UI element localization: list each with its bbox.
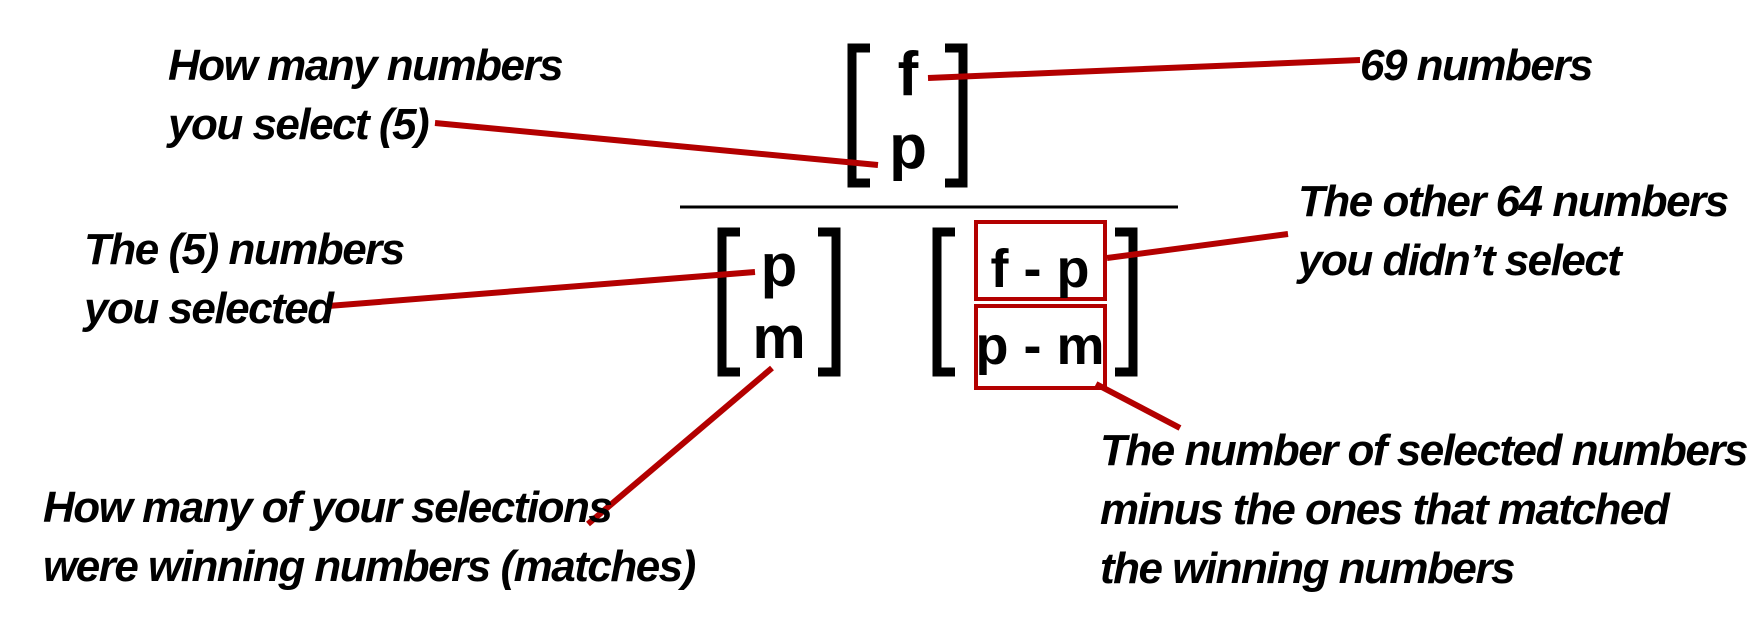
top-right-bracket	[945, 43, 968, 188]
right-binomial-right-bracket	[1115, 227, 1138, 377]
annotation-line: How many numbers	[168, 41, 564, 90]
annotation-line: The number of selected numbers	[1100, 426, 1748, 475]
annotation-line: 69 numbers	[1360, 41, 1593, 90]
annotation-69-numbers: 69 numbers	[1360, 36, 1593, 95]
leader-line-selected-minus-matched	[1094, 381, 1182, 431]
annotation-line: the winning numbers	[1100, 544, 1515, 593]
top-lower-symbol: p	[889, 113, 927, 182]
leader-line-select-count	[434, 120, 879, 168]
annotation-how-many-you-select: How many numbers you select (5)	[168, 36, 564, 154]
leader-line-matches	[586, 365, 774, 527]
annotation-numbers-you-selected: The (5) numbers you selected	[84, 220, 405, 338]
highlight-box-f-minus-p	[974, 220, 1107, 301]
annotation-selected-minus-matched: The number of selected numbers minus the…	[1100, 421, 1748, 598]
right-binomial-left-bracket	[932, 227, 955, 377]
top-upper-symbol: f	[898, 40, 919, 109]
left-lower-symbol: m	[752, 304, 805, 371]
annotation-line: The (5) numbers	[84, 225, 405, 274]
annotation-line: you selected	[84, 284, 334, 333]
leader-line-69-numbers	[927, 57, 1361, 81]
annotation-line: minus the ones that matched	[1100, 485, 1670, 534]
annotation-other-numbers: The other 64 numbers you didn’t select	[1298, 172, 1729, 290]
left-binomial-right-bracket	[818, 227, 841, 377]
annotation-line: you didn’t select	[1298, 236, 1622, 285]
left-binomial-left-bracket	[717, 227, 740, 377]
annotation-line: How many of your selections	[43, 483, 613, 532]
annotation-line: were winning numbers (matches)	[43, 542, 696, 591]
leader-line-other-numbers	[1106, 231, 1289, 261]
right-upper-symbol: f - p	[991, 239, 1090, 299]
annotation-line: The other 64 numbers	[1298, 177, 1729, 226]
annotation-winning-matches: How many of your selections were winning…	[43, 478, 696, 596]
leader-line-selected-numbers	[327, 269, 756, 309]
left-upper-symbol: p	[761, 232, 798, 299]
annotation-line: you select (5)	[168, 100, 430, 149]
top-left-bracket	[847, 43, 870, 188]
highlight-box-p-minus-m	[974, 304, 1107, 390]
right-lower-symbol: p - m	[976, 316, 1105, 376]
